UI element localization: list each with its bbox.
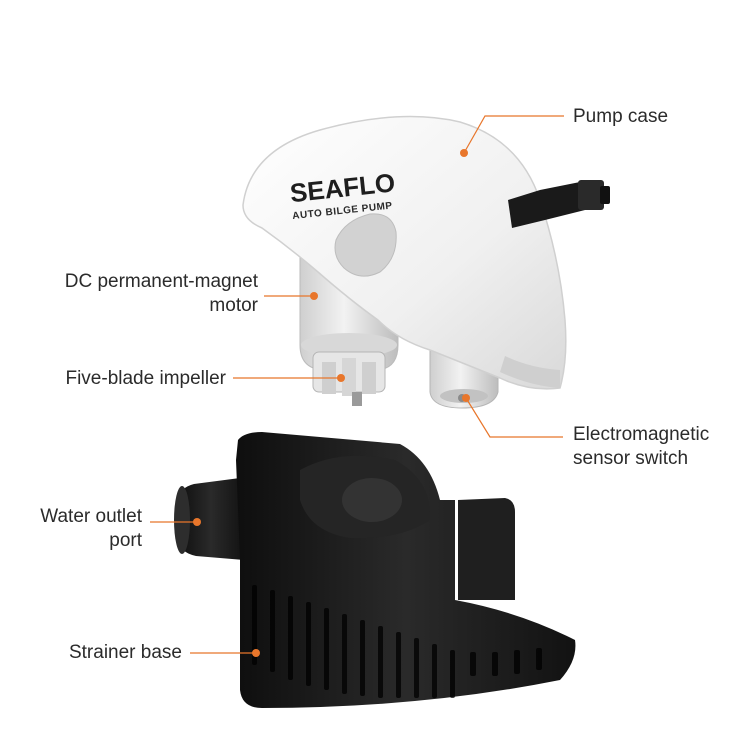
callout-leaders (150, 115, 564, 657)
impeller-part (312, 351, 386, 406)
callout-text-line: Water outlet (40, 506, 142, 527)
callout-text-line: Electromagnetic (573, 424, 710, 445)
pump-case-shell (242, 115, 567, 390)
callout-dot-impeller (337, 374, 345, 382)
callout-label-strainer-base: Strainer base (69, 641, 182, 665)
callout-text-line: Strainer base (68, 642, 182, 663)
callout-text-line: Pump case (573, 106, 669, 127)
leader-line-sensor-switch (465, 397, 563, 438)
callout-dot-outlet-port (193, 518, 201, 526)
cable-connector (508, 180, 610, 228)
strainer-base-part (174, 432, 576, 708)
callout-label-sensor-switch: Electromagnetic sensor switch (573, 423, 709, 471)
callout-dot-dc-motor (310, 292, 318, 300)
callout-label-pump-case: Pump case (573, 105, 668, 129)
callout-label-dc-motor: DC permanent-magnet motor (65, 270, 258, 318)
leader-line-pump-case (463, 115, 564, 154)
callout-label-impeller: Five-blade impeller (65, 367, 226, 391)
callout-text-line: port (109, 530, 142, 551)
callout-text-line: Five-blade impeller (65, 368, 226, 389)
callout-text-line: sensor switch (573, 448, 689, 469)
callout-text-line: DC permanent-magnet (64, 271, 258, 292)
callout-label-outlet-port: Water outlet port (40, 505, 142, 553)
callout-dot-sensor-switch (462, 394, 470, 402)
callout-dot-strainer-base (252, 649, 260, 657)
callout-text-line: motor (209, 295, 258, 316)
callout-dot-pump-case (460, 149, 468, 157)
